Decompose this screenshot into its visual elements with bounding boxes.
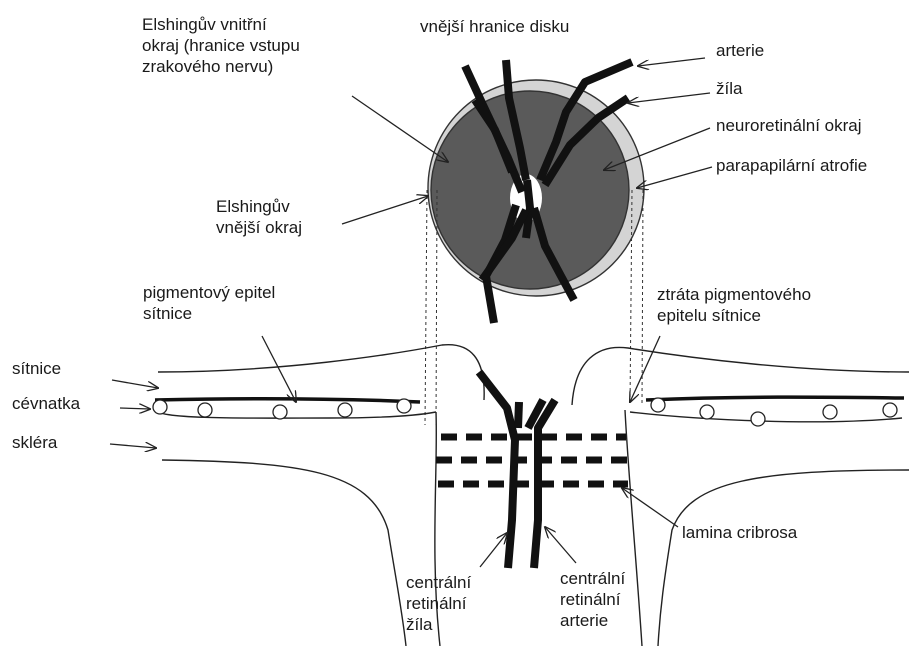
choroid-right-lower <box>630 412 902 422</box>
central-vessel-branch-a <box>518 402 519 428</box>
vessel-center-trunk <box>526 180 530 238</box>
label-artery: arterie <box>716 40 764 61</box>
leader-sclera <box>110 444 156 448</box>
leader-atrophy <box>637 167 712 188</box>
label-central-retinal-artery: centrální retinální arterie <box>560 568 625 631</box>
central-retinal-vein <box>479 372 515 568</box>
optic-disc-top-view <box>428 60 644 323</box>
label-sclera: skléra <box>12 432 57 453</box>
retina-surface-left <box>158 345 484 400</box>
label-central-retinal-vein: centrální retinální žíla <box>406 572 471 635</box>
leader-retina <box>112 380 158 388</box>
leader-lamina <box>622 488 678 527</box>
label-neuroretinal-rim: neuroretinální okraj <box>716 115 862 136</box>
label-parapapillary-atrophy: parapapilární atrofie <box>716 155 867 176</box>
label-elshing-inner: Elshingův vnitřní okraj (hranice vstupu … <box>142 14 300 77</box>
label-disc-outer-boundary: vnější hranice disku <box>420 16 569 37</box>
label-lamina-cribrosa: lamina cribrosa <box>682 522 797 543</box>
leader-vein <box>628 93 710 103</box>
cross-section <box>155 345 909 646</box>
leader-elshing-outer <box>342 196 428 224</box>
leader-choroid <box>120 408 150 409</box>
label-vein: žíla <box>716 78 742 99</box>
label-rpe-loss: ztráta pigmentového epitelu sítnice <box>657 284 811 326</box>
sclera-right <box>658 470 909 646</box>
label-retina: sítnice <box>12 358 61 379</box>
canal-wall-right <box>625 410 642 646</box>
label-rpe: pigmentový epitel sítnice <box>143 282 275 324</box>
leader-cra <box>545 527 576 563</box>
sclera-left <box>162 460 406 646</box>
leader-rpe-loss <box>630 336 660 402</box>
label-elshing-outer: Elshingův vnější okraj <box>216 196 302 238</box>
pigment-epithelium <box>155 397 904 402</box>
lamina-cribrosa <box>436 437 628 484</box>
choroid-left-lower <box>155 410 436 418</box>
label-choroid: cévnatka <box>12 393 80 414</box>
leader-artery <box>638 58 705 66</box>
leader-rpe <box>262 336 296 402</box>
leader-elshing-inner <box>352 96 448 162</box>
leader-crv <box>480 533 507 567</box>
central-vessels <box>479 372 555 568</box>
